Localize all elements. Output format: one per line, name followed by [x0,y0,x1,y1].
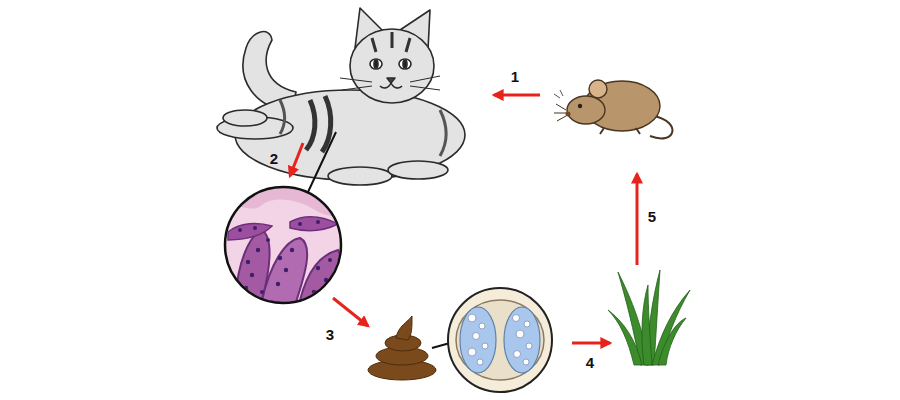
cycle-arrow [290,143,303,176]
oocyst-magnification [448,288,552,392]
callout-number: 4 [586,355,594,370]
cat-drawing [217,8,465,185]
cycle-arrow [572,342,610,345]
callout-number: 2 [270,151,278,166]
callout-number: 3 [326,327,334,342]
callout-number: 5 [648,209,656,224]
leader-line [308,132,336,192]
cycle-arrow [494,94,540,97]
cycle-arrow [636,174,639,265]
cycle-arrows [290,95,637,343]
intestine-histology [220,180,345,305]
callout-number: 1 [511,69,519,84]
mouse-drawing [554,80,672,138]
cycle-arrow [333,298,368,326]
feces-drawing [368,316,436,380]
grass-drawing [608,270,690,365]
